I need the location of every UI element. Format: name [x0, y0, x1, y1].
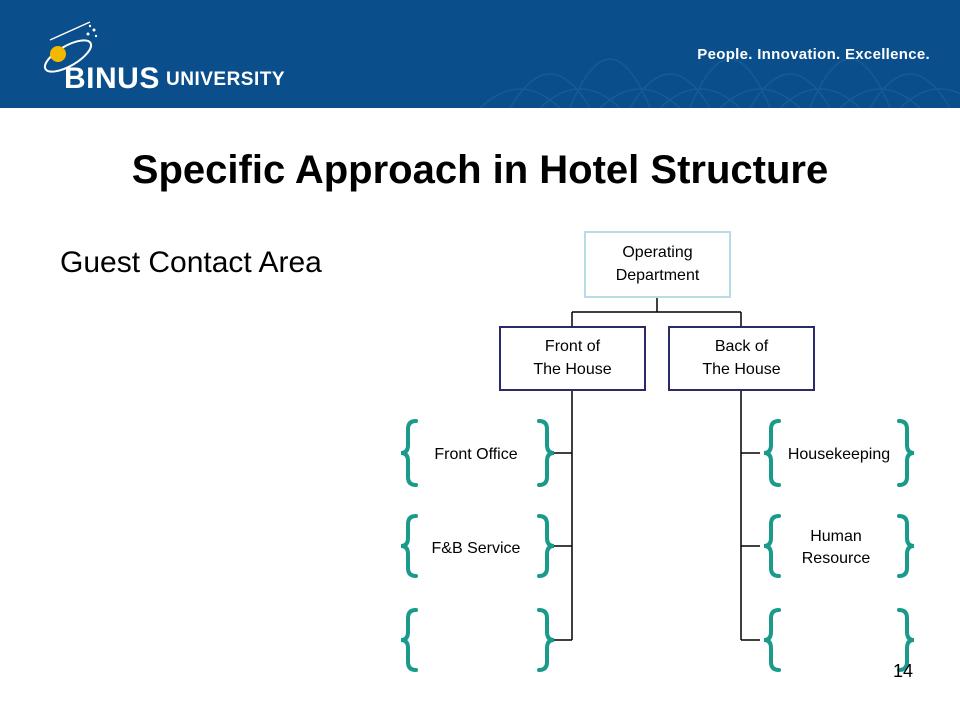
right-bracket-front-office — [537, 419, 555, 487]
left-bracket-empty-left — [400, 608, 418, 672]
leaf-fb-service: F&B Service — [431, 540, 521, 557]
header-banner: BINUS UNIVERSITY People. Innovation. Exc… — [0, 0, 960, 108]
left-bracket-fb-service — [400, 514, 418, 578]
right-bracket-fb-service — [537, 514, 555, 578]
logo-sub-text: UNIVERSITY — [166, 69, 286, 90]
leaf-housekeeping: Housekeeping — [787, 446, 891, 463]
right-bracket-housekeeping — [897, 419, 915, 487]
left-bracket-empty-right — [763, 608, 781, 672]
right-bracket-human-resource — [897, 514, 915, 578]
logo-main-text: BINUS — [64, 62, 160, 95]
node-operating-department: Operating Department — [584, 231, 731, 298]
left-bracket-front-office — [400, 419, 418, 487]
slide-subtitle: Guest Contact Area — [60, 246, 322, 279]
brackets — [400, 419, 915, 672]
left-bracket-housekeeping — [763, 419, 781, 487]
slide-title: Specific Approach in Hotel Structure — [131, 148, 829, 192]
node-back-of-house: Back of The House — [668, 326, 815, 391]
node-front-of-house: Front of The House — [499, 326, 646, 391]
leaf-human-resource: Human Resource — [801, 528, 871, 568]
leaf-front-office: Front Office — [434, 446, 518, 463]
right-bracket-empty-left — [537, 608, 555, 672]
tagline: People. Innovation. Excellence. — [697, 46, 930, 63]
right-bracket-empty-right — [897, 608, 915, 672]
left-bracket-human-resource — [763, 514, 781, 578]
binus-logo-icon — [43, 21, 98, 73]
page-number: 14 — [893, 661, 914, 681]
banner-wave-pattern — [479, 58, 960, 108]
